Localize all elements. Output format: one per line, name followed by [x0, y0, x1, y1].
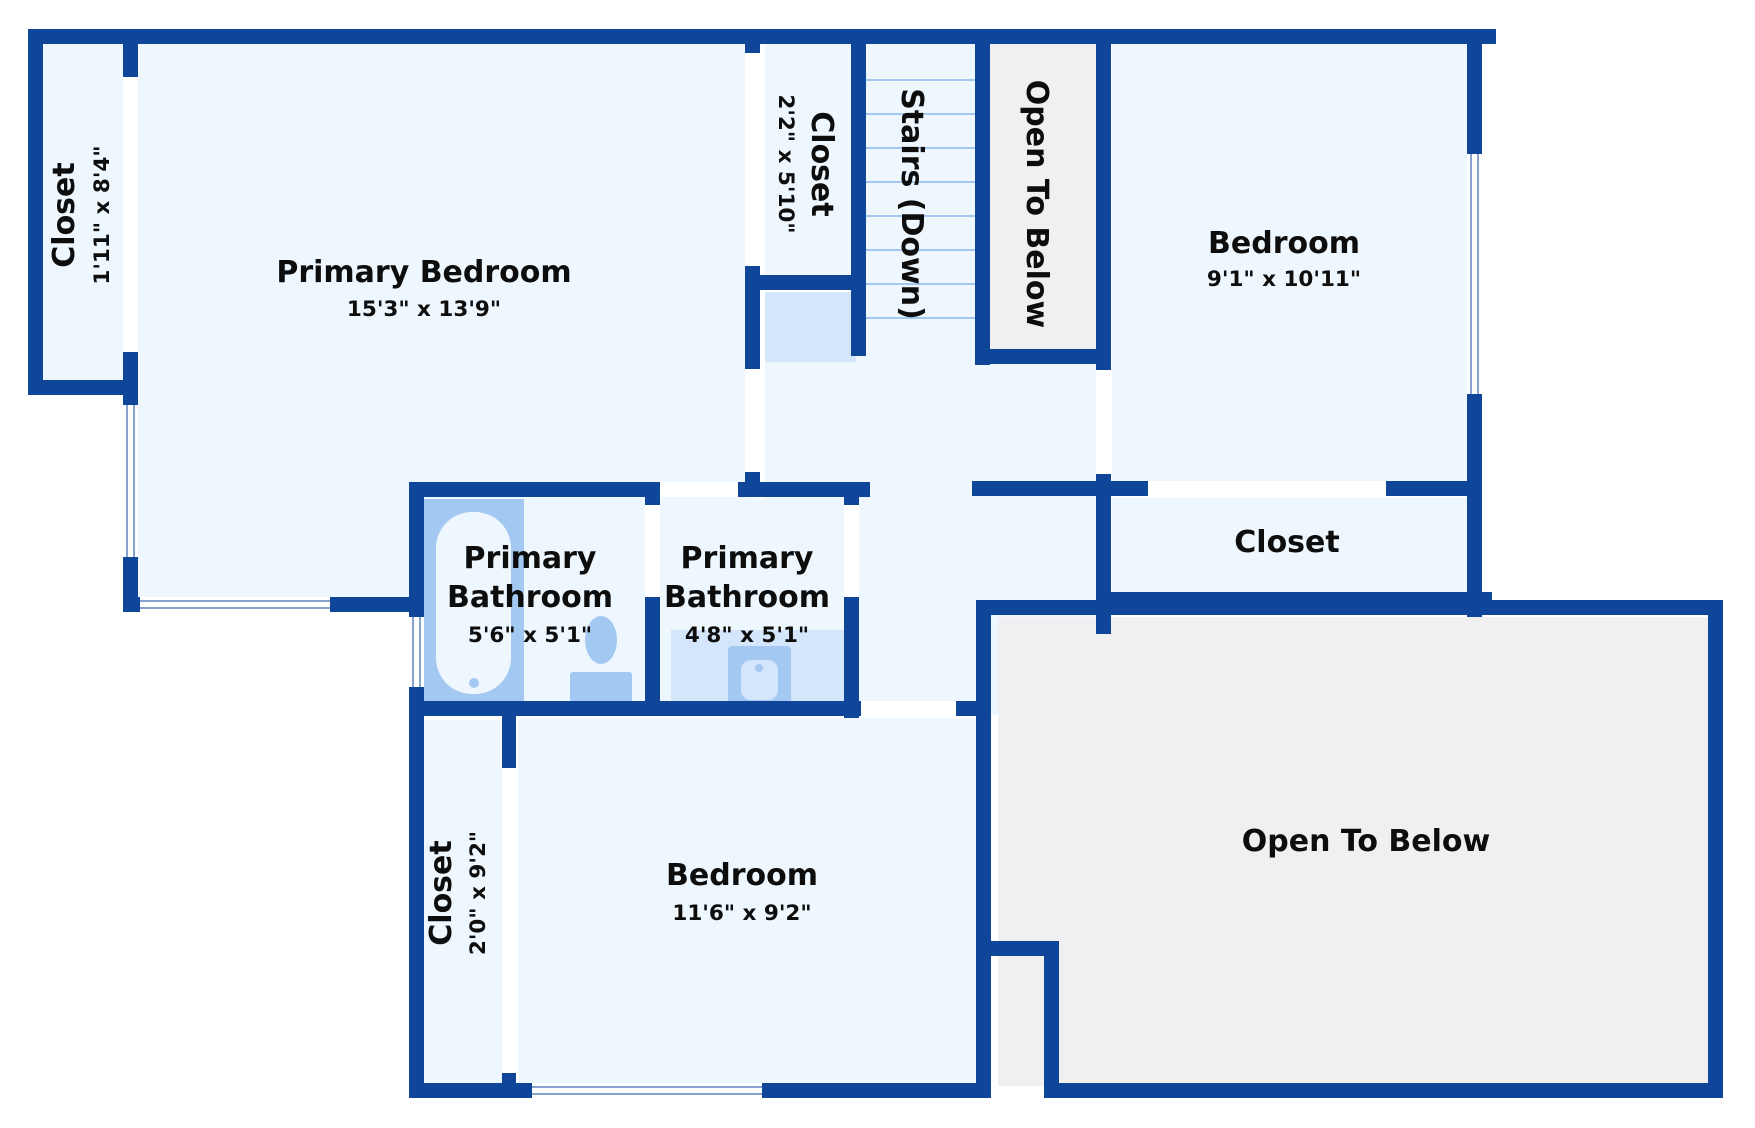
tile-patch	[765, 292, 856, 362]
open-to-below-top-name: Open To Below	[1019, 80, 1054, 328]
bedroom-right-floor	[1112, 40, 1482, 485]
primary-bathroom-1-name-line1: Primary	[464, 541, 597, 576]
bedroom-bottom-window	[532, 1083, 762, 1098]
bedroom-right-dims: 9'1" x 10'11"	[1207, 267, 1361, 292]
primary-bathroom-2-dims: 4'8" x 5'1"	[685, 623, 809, 648]
room-labels: Closet 1'11" x 8'4" Primary Bedroom 15'3…	[47, 80, 1490, 955]
bedroom-bottom-dims: 11'6" x 9'2"	[672, 901, 811, 926]
closet-left-name: Closet	[47, 162, 82, 267]
bathroom-window	[409, 617, 424, 687]
closet-left-door	[123, 77, 138, 352]
closet-bottom-door	[502, 768, 516, 1073]
bath-door	[660, 482, 738, 497]
primary-bedroom-hall-door	[745, 369, 760, 472]
bathroom-2-door	[844, 505, 859, 597]
open-to-below-top-floor	[988, 40, 1101, 354]
closet-bottom-dims: 2'0" x 9'2"	[466, 831, 491, 955]
openings	[123, 53, 1482, 1098]
sink	[728, 646, 791, 705]
primary-bathroom-1-dims: 5'6" x 5'1"	[468, 623, 592, 648]
closet-right-door	[1148, 481, 1386, 496]
primary-bedroom-window-left	[123, 405, 138, 557]
closet-left-floor	[36, 40, 125, 385]
closet-small-name: Closet	[804, 111, 839, 216]
closet-small-dims: 2'2" x 5'10"	[773, 94, 798, 233]
bedroom-right-window	[1467, 154, 1482, 394]
bedroom-bottom-name: Bedroom	[666, 858, 818, 893]
bedroom-bottom-door	[861, 701, 956, 716]
bedroom-right-name: Bedroom	[1208, 226, 1360, 261]
closet-right-name: Closet	[1234, 525, 1339, 560]
stairs-floor	[866, 40, 976, 355]
primary-bedroom-dims: 15'3" x 13'9"	[347, 297, 501, 322]
closet-small-floor	[765, 40, 859, 284]
bedroom-bottom-floor	[518, 718, 984, 1086]
bathtub	[424, 499, 524, 705]
stairs-name: Stairs (Down)	[894, 88, 929, 320]
room-floors	[36, 40, 1721, 1086]
primary-bedroom-name: Primary Bedroom	[276, 255, 571, 290]
bedroom-right-door	[1096, 370, 1111, 474]
open-to-below-large-floor	[998, 617, 1721, 1086]
primary-bathroom-2-name-line1: Primary	[681, 541, 814, 576]
primary-bathroom-1-name-line2: Bathroom	[447, 580, 613, 615]
hall-opening	[870, 482, 972, 497]
bathroom-pocket-door	[645, 505, 660, 597]
toilet	[570, 616, 632, 705]
primary-bathroom-2-name-line2: Bathroom	[664, 580, 830, 615]
closet-right-floor	[1112, 498, 1482, 602]
closet-small-door	[745, 53, 760, 266]
closet-left-dims: 1'11" x 8'4"	[90, 145, 115, 284]
closet-bottom-floor	[424, 720, 514, 1086]
open-to-below-large-name: Open To Below	[1242, 824, 1490, 859]
primary-bedroom-window-bottom	[140, 597, 330, 612]
stair-treads	[866, 79, 976, 319]
closet-bottom-name: Closet	[424, 840, 459, 945]
